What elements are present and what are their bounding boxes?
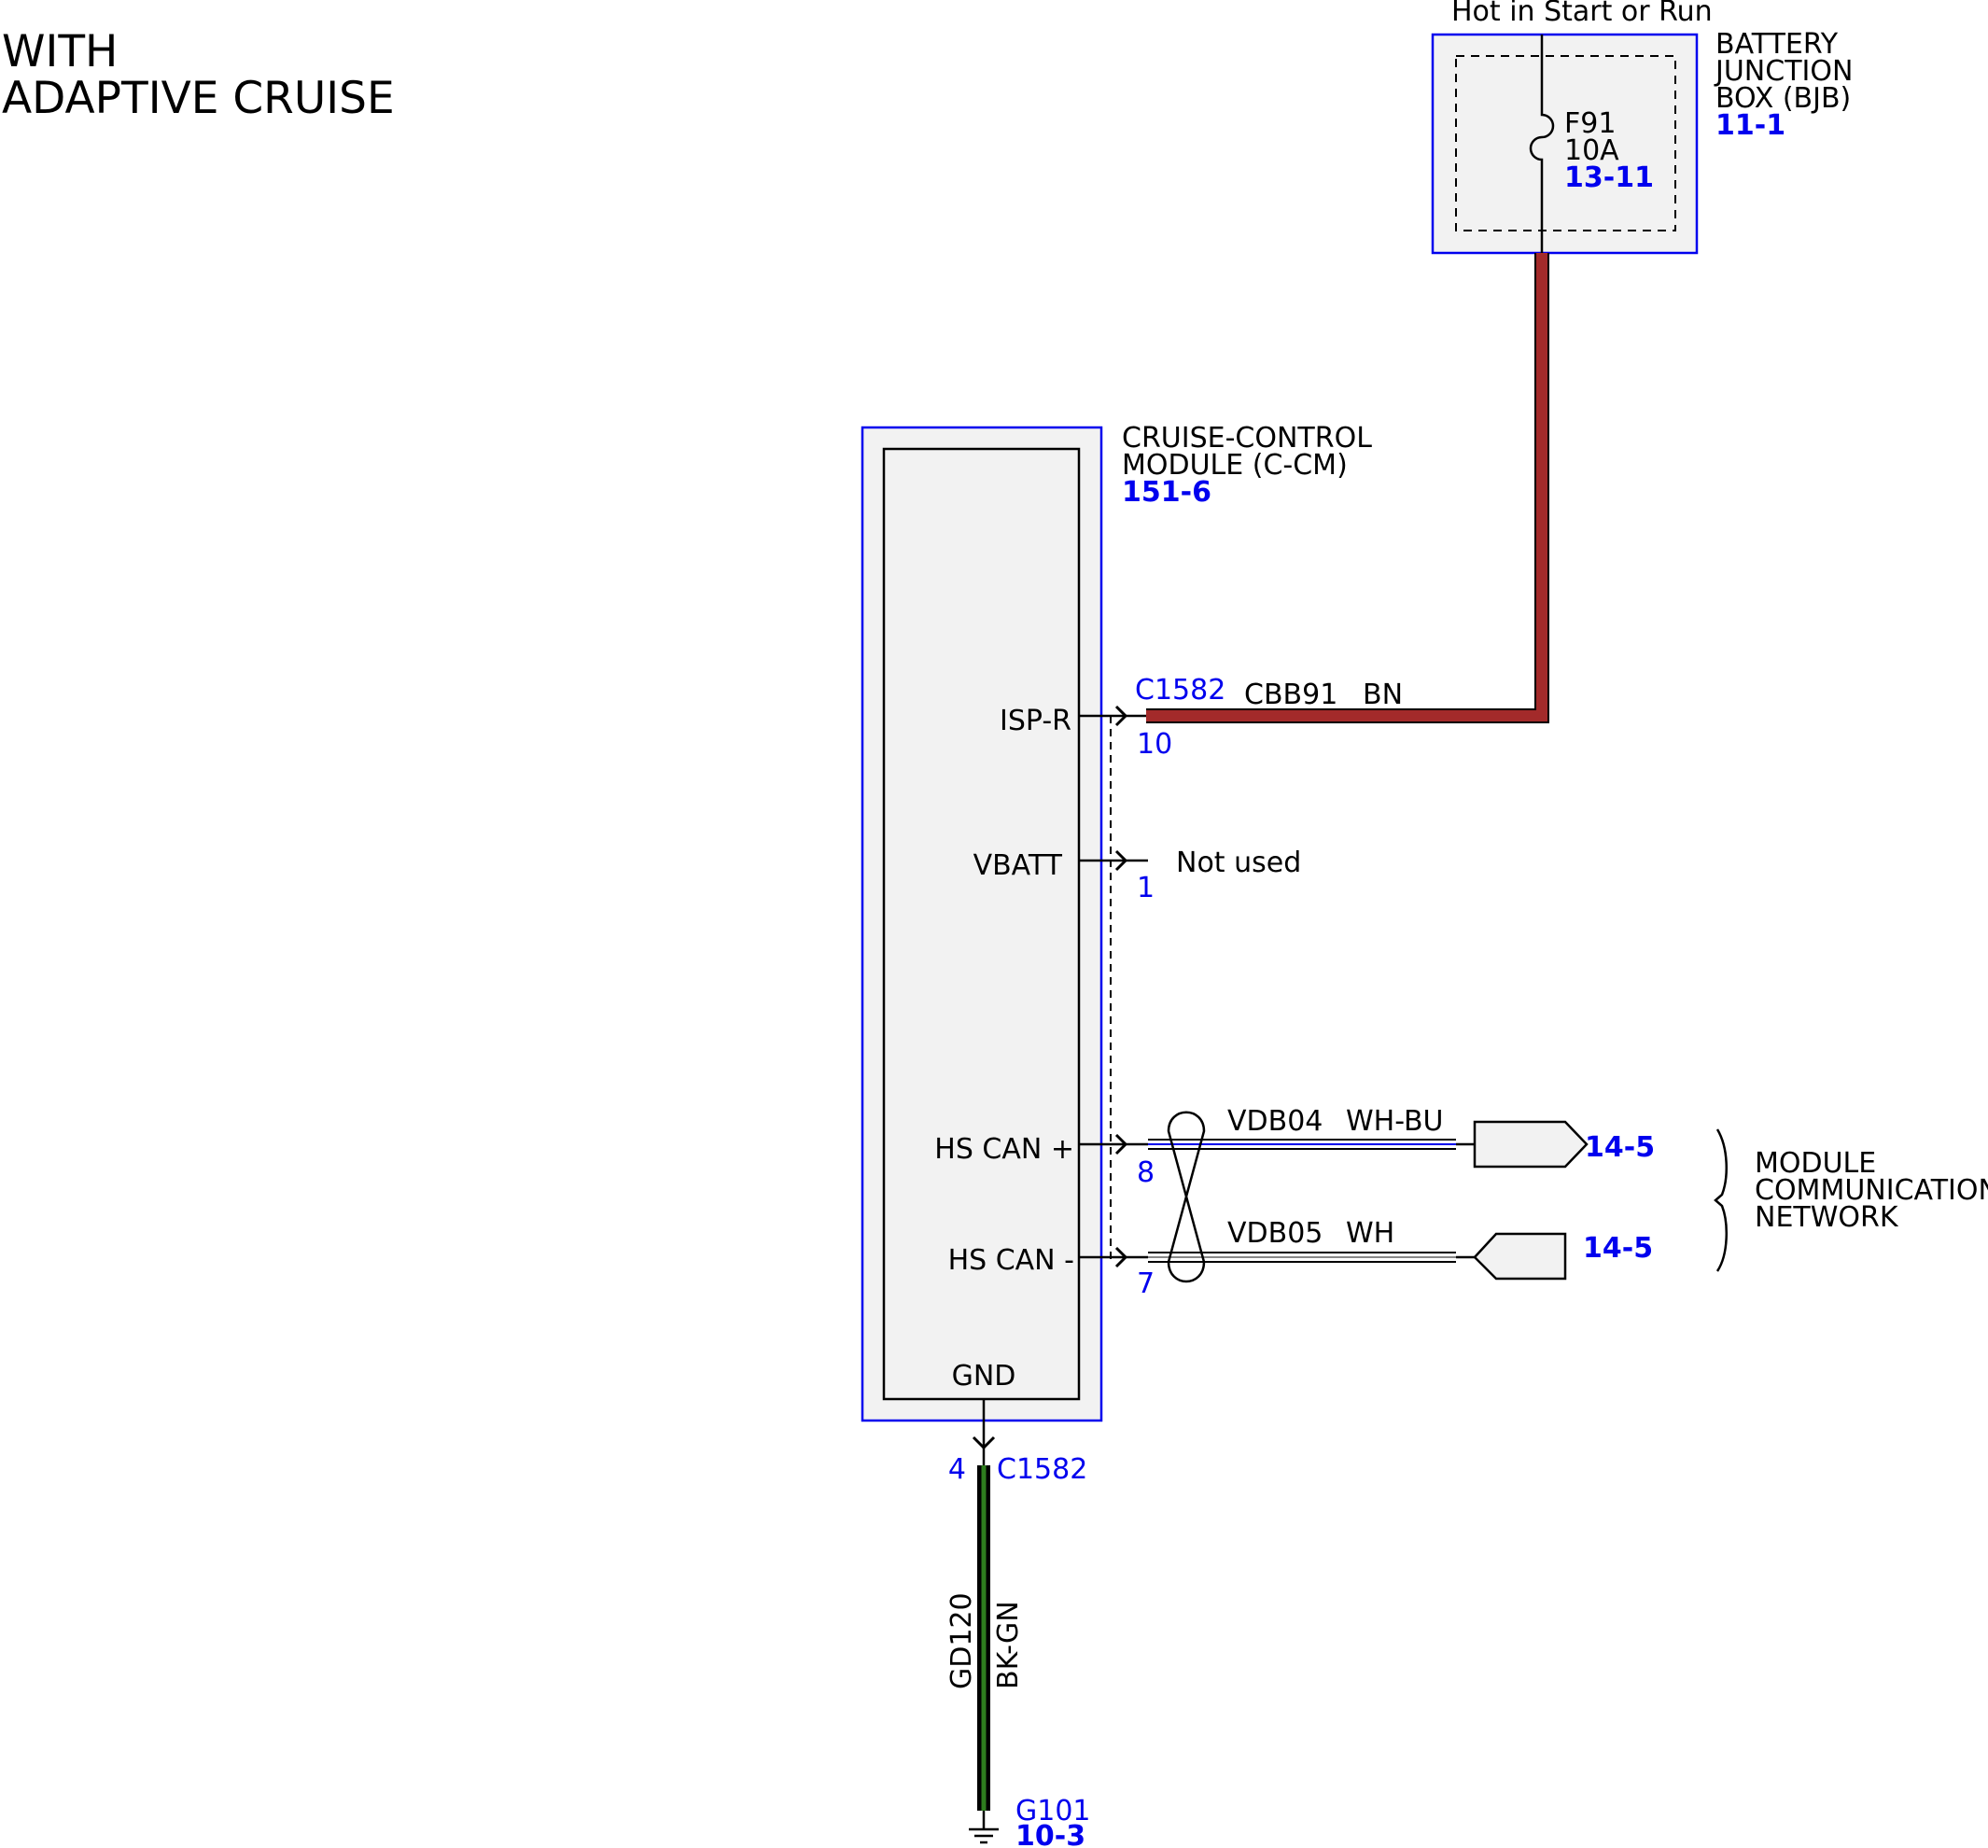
network-label-line-3: NETWORK	[1755, 1201, 1899, 1234]
power-wire-color: BN	[1363, 679, 1403, 711]
arrow-pin-4	[972, 1435, 996, 1450]
pin-number-8: 8	[1137, 1156, 1155, 1189]
bjb-name-line-1: BATTERY	[1715, 28, 1839, 61]
module-name-line-2: MODULE (C-CM)	[1122, 449, 1348, 482]
ground-wire-color: BK-GN	[992, 1601, 1025, 1689]
can-high-ref[interactable]: 14-5	[1585, 1131, 1655, 1164]
twist-symbol	[1167, 1111, 1206, 1283]
module-name-line-1: CRUISE-CONTROL	[1122, 422, 1372, 455]
can-high-circuit: VDB04	[1227, 1105, 1323, 1138]
fuse-rating: 10A	[1564, 134, 1619, 167]
pin-label-vbatt: VBATT	[973, 849, 1063, 882]
title-line-1: WITH	[2, 26, 118, 77]
power-wire-edge	[1146, 253, 1549, 723]
pin-label-hs-can-plus: HS CAN +	[934, 1133, 1074, 1166]
fuse-symbol	[1529, 35, 1555, 253]
power-wire-circuit: CBB91	[1244, 679, 1337, 711]
arrow-pin-7	[1114, 1246, 1128, 1268]
connector-id-top: C1582	[1135, 674, 1225, 707]
can-low-ref[interactable]: 14-5	[1583, 1232, 1653, 1265]
can-low-circuit: VDB05	[1227, 1217, 1323, 1250]
module-body	[882, 447, 1081, 1401]
arrow-pin-1	[1114, 849, 1128, 872]
network-label-line-2: COMMUNICATIONS	[1755, 1174, 1988, 1207]
bjb-name-line-2: JUNCTION	[1714, 55, 1853, 88]
can-low-connector-arrow	[1473, 1232, 1567, 1281]
can-high-color: WH-BU	[1346, 1105, 1444, 1138]
ground-wire-circuit: GD120	[945, 1592, 978, 1689]
pin-label-gnd: GND	[952, 1360, 1016, 1393]
pin-label-isp-r: ISP-R	[1000, 705, 1071, 737]
arrow-pin-8	[1114, 1133, 1128, 1155]
pin-label-hs-can-minus: HS CAN -	[948, 1244, 1074, 1277]
can-low-color: WH	[1346, 1217, 1394, 1250]
pin-number-4: 4	[948, 1453, 966, 1486]
fuse-ref[interactable]: 13-11	[1564, 161, 1654, 194]
pin-leads	[1079, 705, 1148, 1268]
can-twisted-pair	[1148, 1111, 1589, 1283]
power-wire-fill	[1146, 253, 1548, 722]
bjb-outline	[1431, 33, 1699, 255]
cruise-control-module	[861, 426, 1103, 1422]
connector-id-bottom: C1582	[997, 1453, 1087, 1486]
pin-number-7: 7	[1137, 1267, 1155, 1300]
pin-number-10: 10	[1137, 728, 1172, 761]
power-label: Hot in Start or Run	[1451, 0, 1713, 28]
ground-symbol	[969, 1811, 999, 1844]
ground-point-id: G101	[1015, 1795, 1091, 1827]
arrow-pin-10	[1114, 705, 1128, 727]
module-ref[interactable]: 151-6	[1122, 476, 1211, 509]
bjb-name-line-3: BOX (BJB)	[1715, 82, 1851, 115]
network-label-line-1: MODULE	[1755, 1147, 1876, 1180]
network-brace	[1714, 1128, 1728, 1272]
battery-junction-box	[1431, 33, 1699, 255]
ground-point-ref[interactable]: 10-3	[1015, 1820, 1085, 1848]
bjb-inner-dashed	[1455, 55, 1676, 231]
fuse-id: F91	[1564, 107, 1616, 140]
pin-number-1: 1	[1137, 872, 1155, 904]
not-used-label: Not used	[1176, 847, 1301, 879]
title-line-2: ADAPTIVE CRUISE	[2, 73, 395, 124]
can-high-connector-arrow	[1473, 1120, 1589, 1169]
bjb-ref[interactable]: 11-1	[1715, 109, 1785, 142]
